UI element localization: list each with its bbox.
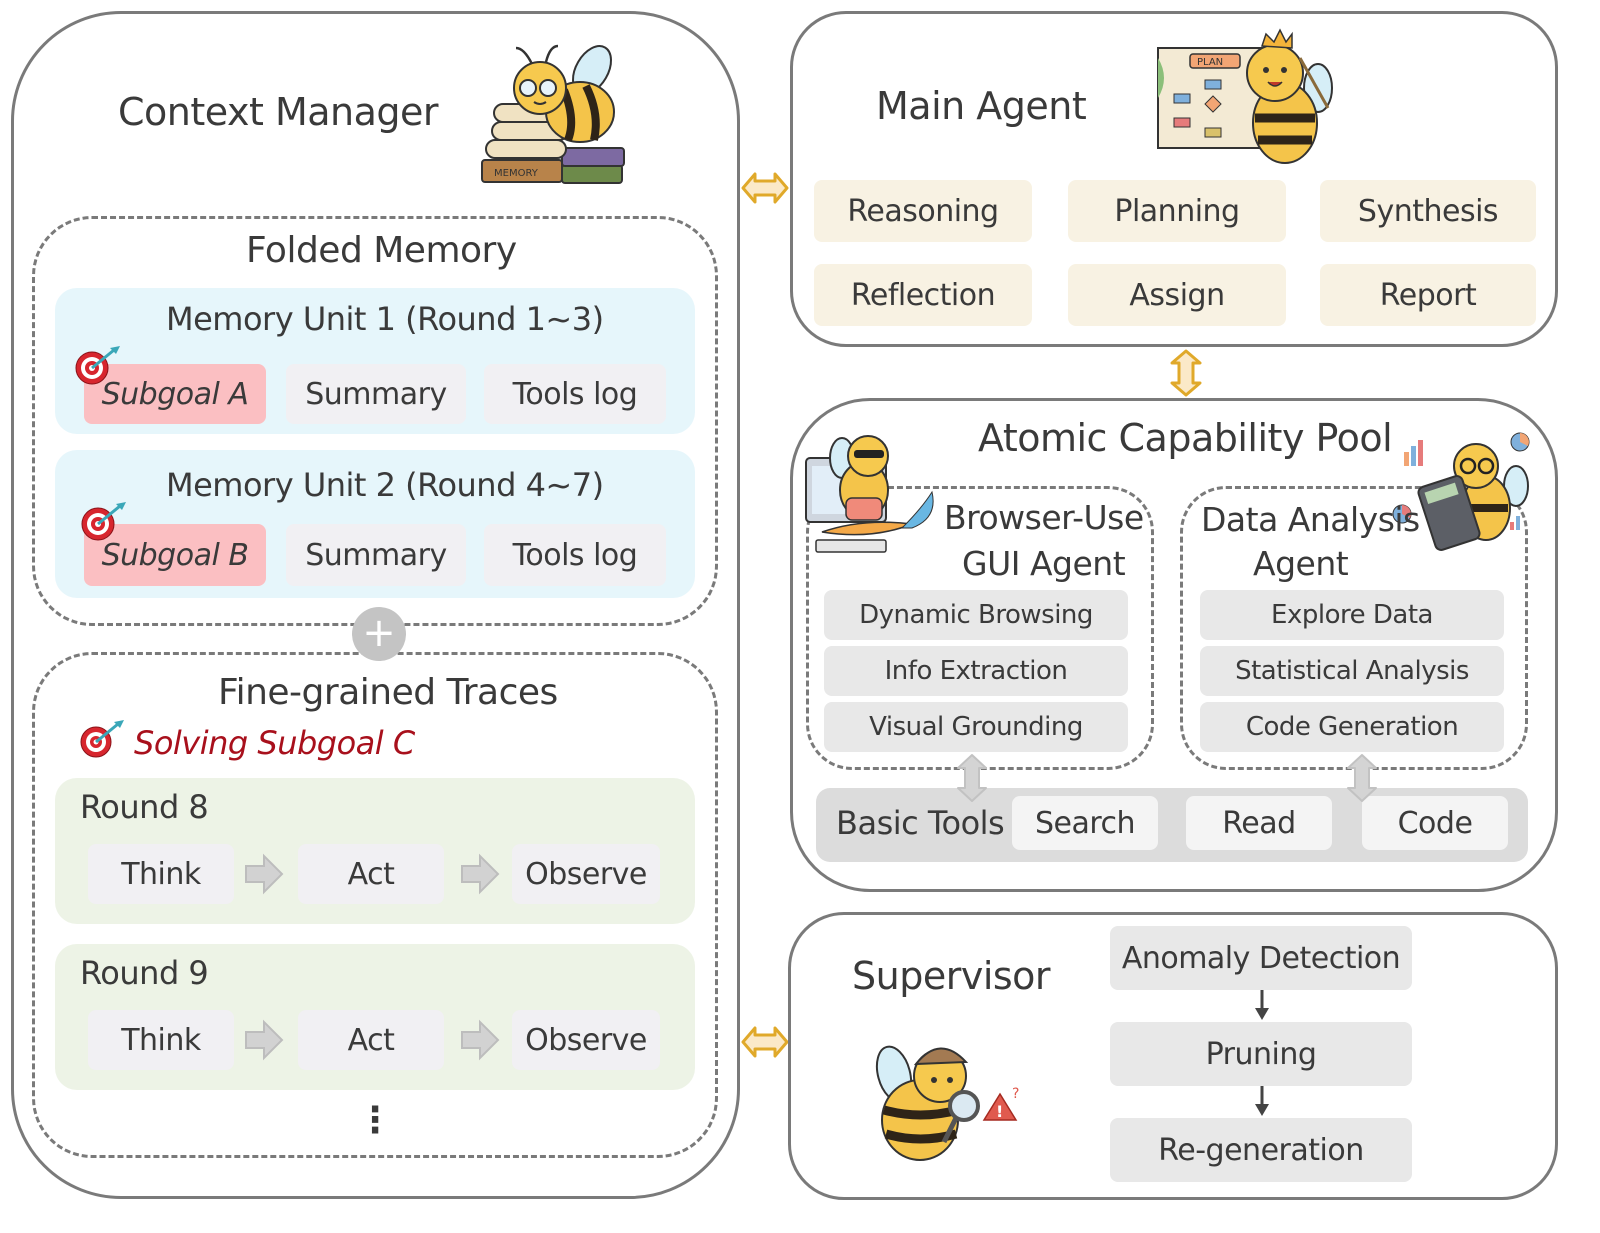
capability-planning[interactable]: Planning <box>1068 180 1286 242</box>
capability-report[interactable]: Report <box>1320 264 1536 326</box>
capability-reflection[interactable]: Reflection <box>814 264 1032 326</box>
arrow-down-icon <box>1255 990 1269 1020</box>
target-icon <box>75 346 120 385</box>
data-agent-title-line1: Data Analysis <box>1201 500 1420 539</box>
skill-visual-grounding[interactable]: Visual Grounding <box>824 702 1128 752</box>
fine-grained-traces-title: Fine-grained Traces <box>218 672 558 713</box>
bidirectional-arrow-vertical-icon <box>1347 754 1377 802</box>
bee-icon <box>821 435 934 536</box>
skill-explore-data[interactable]: Explore Data <box>1200 590 1504 640</box>
plan-label: PLAN <box>1197 57 1223 68</box>
bee-icon <box>513 44 615 143</box>
capability-assign[interactable]: Assign <box>1068 264 1286 326</box>
data-agent-title-line2: Agent <box>1253 544 1349 583</box>
arrow-right-icon <box>245 1019 284 1061</box>
browser-agent-title-line1: Browser-Use <box>944 498 1144 537</box>
bidirectional-arrow-icon <box>741 172 789 204</box>
folded-memory-title: Folded Memory <box>246 230 517 271</box>
skill-code-generation[interactable]: Code Generation <box>1200 702 1504 752</box>
round-title: Round 8 <box>80 788 209 826</box>
bee-icon <box>875 1045 969 1161</box>
memory-unit-title: Memory Unit 1 (Round 1~3) <box>166 300 604 338</box>
think-step[interactable]: Think <box>88 844 234 904</box>
magnifier-icon <box>941 1090 980 1144</box>
tool-code[interactable]: Code <box>1362 796 1508 850</box>
tool-search[interactable]: Search <box>1012 796 1158 850</box>
act-step[interactable]: Act <box>298 1010 444 1070</box>
supervisor-step-regeneration[interactable]: Re-generation <box>1110 1118 1412 1182</box>
act-step[interactable]: Act <box>298 844 444 904</box>
memory-book-label: MEMORY <box>494 168 539 179</box>
tools-log-chip[interactable]: Tools log <box>484 364 666 424</box>
bidirectional-arrow-vertical-icon <box>957 754 987 802</box>
bee-icon <box>1246 28 1333 164</box>
target-icon <box>81 502 126 541</box>
arrow-right-icon <box>461 853 500 895</box>
supervisor-step-pruning[interactable]: Pruning <box>1110 1022 1412 1086</box>
subgoal-chip[interactable]: Subgoal B <box>84 524 266 586</box>
supervisor-step-anomaly-detection[interactable]: Anomaly Detection <box>1110 926 1412 990</box>
solving-subgoal-label: Solving Subgoal C <box>134 724 415 762</box>
surfing-bee-illustration <box>805 435 934 553</box>
target-icon <box>80 720 124 758</box>
skill-dynamic-browsing[interactable]: Dynamic Browsing <box>824 590 1128 640</box>
main-agent-title: Main Agent <box>876 84 1087 128</box>
summary-chip[interactable]: Summary <box>286 364 466 424</box>
capability-reasoning[interactable]: Reasoning <box>814 180 1032 242</box>
arrow-right-icon <box>245 853 284 895</box>
observe-step[interactable]: Observe <box>512 1010 660 1070</box>
svg-text:!: ! <box>996 1102 1003 1121</box>
calculator-bee-illustration <box>1392 432 1530 551</box>
tool-read[interactable]: Read <box>1186 796 1332 850</box>
arrow-right-icon <box>461 1019 500 1061</box>
atomic-capability-pool-title: Atomic Capability Pool <box>978 416 1393 460</box>
more-rounds-ellipsis: ⋮ <box>357 1100 393 1141</box>
bidirectional-arrow-icon <box>741 1026 789 1058</box>
plus-icon: + <box>352 607 406 661</box>
warning-icon: ! ? <box>982 1086 1019 1121</box>
memory-unit-title: Memory Unit 2 (Round 4~7) <box>166 466 604 504</box>
observe-step[interactable]: Observe <box>512 844 660 904</box>
round-title: Round 9 <box>80 954 209 992</box>
skill-info-extraction[interactable]: Info Extraction <box>824 646 1128 696</box>
memory-bee-illustration: MEMORY <box>481 44 625 184</box>
browser-agent-title-line2: GUI Agent <box>962 544 1126 583</box>
context-manager-title: Context Manager <box>118 90 439 134</box>
think-step[interactable]: Think <box>88 1010 234 1070</box>
supervisor-title: Supervisor <box>852 954 1051 998</box>
subgoal-chip[interactable]: Subgoal A <box>84 364 266 424</box>
arrow-down-icon <box>1255 1086 1269 1116</box>
skill-statistical-analysis[interactable]: Statistical Analysis <box>1200 646 1504 696</box>
detective-bee-illustration: ! ? <box>875 1045 1019 1161</box>
planner-bee-illustration: PLAN <box>1157 28 1333 164</box>
summary-chip[interactable]: Summary <box>286 524 466 586</box>
calculator-icon <box>1417 475 1481 551</box>
capability-synthesis[interactable]: Synthesis <box>1320 180 1536 242</box>
bidirectional-arrow-vertical-icon <box>1170 349 1202 397</box>
svg-text:?: ? <box>1012 1086 1019 1102</box>
tools-log-chip[interactable]: Tools log <box>484 524 666 586</box>
chart-icons <box>1392 432 1530 530</box>
basic-tools-label: Basic Tools <box>836 804 1005 842</box>
plus-symbol: + <box>362 610 396 656</box>
